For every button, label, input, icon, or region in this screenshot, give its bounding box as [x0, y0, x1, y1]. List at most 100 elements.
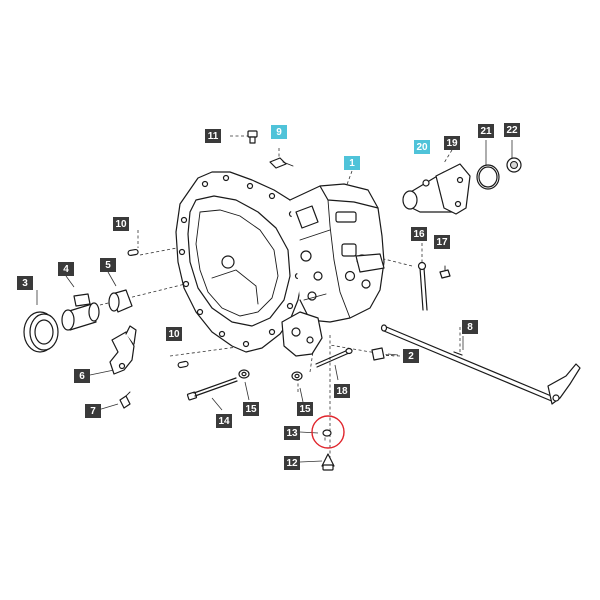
callout-box	[100, 258, 116, 272]
part-18-stud	[315, 347, 353, 368]
callout-box	[444, 136, 460, 150]
callout-number: 21	[480, 126, 492, 137]
callout-number: 1	[349, 158, 355, 169]
callout-number: 4	[63, 264, 69, 275]
part-15-washer-left	[238, 369, 250, 379]
callout-box	[85, 404, 101, 418]
callout-c17: 17	[434, 235, 450, 249]
callout-c8: 8	[462, 320, 478, 334]
part-22-seal	[506, 157, 522, 173]
callout-number: 2	[408, 351, 414, 362]
callout-number: 19	[446, 138, 458, 149]
callout-c10b: 10	[166, 327, 182, 341]
callout-box	[478, 124, 494, 138]
callout-number: 17	[436, 237, 448, 248]
callout-c15b: 15	[297, 402, 313, 416]
callout-number: 12	[286, 458, 298, 469]
callout-box	[504, 123, 520, 137]
callout-c3: 3	[17, 276, 33, 290]
callout-c12: 12	[284, 456, 300, 470]
callout-number: 14	[218, 416, 230, 427]
part-9-bolt	[269, 157, 294, 169]
callout-box	[297, 402, 313, 416]
part-13-o-ring	[322, 429, 332, 437]
callout-number: 10	[115, 219, 127, 230]
callout-box	[166, 327, 182, 341]
callout-c1: 1	[344, 156, 360, 170]
part-17-bolt	[439, 265, 451, 279]
callout-number: 11	[208, 131, 219, 142]
clutch-housing	[175, 171, 385, 357]
callout-box	[17, 276, 33, 290]
part-12-cap	[321, 453, 335, 471]
part-8-shaft	[380, 324, 581, 405]
part-21-o-ring	[476, 164, 500, 190]
callout-c22: 22	[504, 123, 520, 137]
callout-number: 6	[79, 371, 85, 382]
callout-c14: 14	[216, 414, 232, 428]
callout-number: 13	[286, 428, 298, 439]
part-16-pin	[417, 261, 428, 311]
callout-box	[403, 349, 419, 363]
callout-c7: 7	[85, 404, 101, 418]
part-5-bearing	[108, 289, 133, 313]
callout-c5: 5	[100, 258, 116, 272]
callout-c4: 4	[58, 262, 74, 276]
callout-number: 16	[413, 229, 425, 240]
callout-number: 20	[416, 142, 428, 153]
callout-c21: 21	[478, 124, 494, 138]
callout-c9: 9	[271, 125, 287, 139]
part-10-pin-lower	[177, 360, 189, 369]
callout-box	[462, 320, 478, 334]
part-10-pin-upper	[127, 248, 139, 257]
leader-lines	[36, 135, 513, 463]
callout-box	[113, 217, 129, 231]
callout-number: 9	[276, 127, 282, 138]
part-4-sleeve	[61, 293, 100, 331]
part-2-plug	[371, 347, 385, 361]
callout-c11: 11	[205, 129, 221, 143]
callout-number: 18	[336, 386, 348, 397]
highlight-circle	[311, 415, 345, 449]
part-7-bolt	[119, 391, 131, 409]
callout-number: 22	[506, 125, 518, 136]
callout-c16: 16	[411, 227, 427, 241]
callout-number: 15	[245, 404, 257, 415]
callout-box	[334, 384, 350, 398]
callout-c18: 18	[334, 384, 350, 398]
part-3-seal	[23, 311, 59, 353]
part-14-long-bolt	[186, 377, 238, 401]
callout-box	[271, 125, 287, 139]
part-11-grease-nipple	[247, 130, 258, 144]
callout-c2: 2	[403, 349, 419, 363]
callout-number: 8	[467, 322, 473, 333]
callout-c20: 20	[414, 140, 430, 154]
callout-c19: 19	[444, 136, 460, 150]
callout-number: 7	[90, 406, 96, 417]
callout-c15a: 15	[243, 402, 259, 416]
callout-c6: 6	[74, 369, 90, 383]
callout-box	[284, 426, 300, 440]
callout-box	[74, 369, 90, 383]
callout-number: 5	[105, 260, 111, 271]
callout-box	[58, 262, 74, 276]
callout-box	[284, 456, 300, 470]
part-19-cover	[402, 163, 471, 215]
part-15-washer-right	[291, 371, 303, 381]
callout-box	[216, 414, 232, 428]
callout-c10a: 10	[113, 217, 129, 231]
callout-box	[243, 402, 259, 416]
callout-number: 10	[168, 329, 180, 340]
callout-number: 15	[299, 404, 311, 415]
part-20-bolt	[422, 179, 430, 187]
callout-c13: 13	[284, 426, 300, 440]
callout-box	[434, 235, 450, 249]
callout-box	[344, 156, 360, 170]
part-6-fork	[109, 325, 137, 375]
callout-box	[205, 129, 221, 143]
callout-number: 3	[22, 278, 28, 289]
callout-box	[411, 227, 427, 241]
callout-box	[414, 140, 430, 154]
